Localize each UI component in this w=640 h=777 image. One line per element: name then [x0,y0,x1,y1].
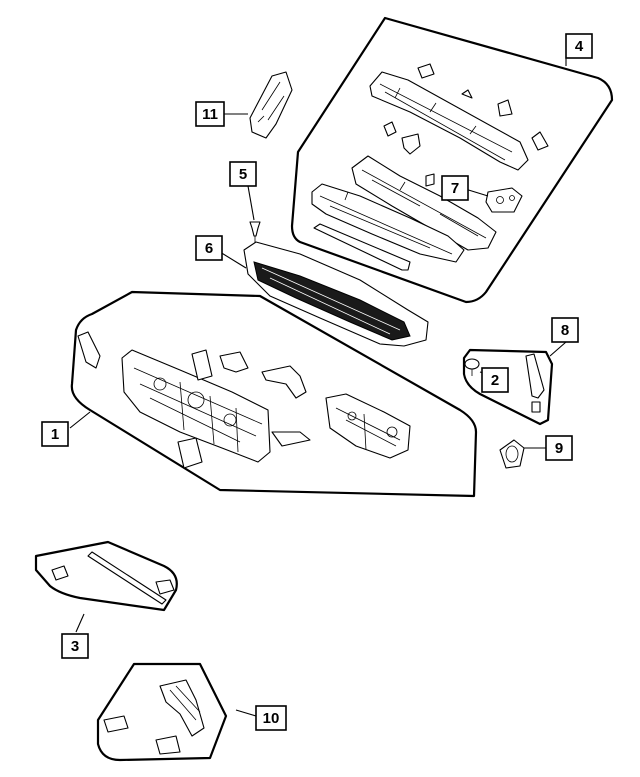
right-dash-silencer [325,393,411,459]
cowl-bracket-f [401,133,421,155]
cowl-strip [313,223,411,271]
svg-text:7: 7 [451,180,459,197]
group-1-outline [70,290,478,498]
part-2-clip [464,358,480,370]
callout-2: 2 [481,367,509,393]
lower-insulator [177,437,203,469]
svg-text:3: 3 [71,638,79,655]
svg-text:2: 2 [491,372,499,389]
seal-end-bracket [155,579,175,595]
group-1-dash-silencer [70,290,478,498]
svg-text:5: 5 [239,166,247,183]
silencer-duct [261,365,307,399]
part-5-push-pin [249,221,261,244]
silencer-left-strip [77,331,101,369]
cowl-bracket-e [383,121,397,137]
group-2-8-outline [462,348,554,426]
silencer-clip [219,351,249,373]
group-10-outline [96,662,228,762]
silencer-bracket-small [271,431,311,447]
part-11-bracket [249,71,293,139]
cowl-bracket-g [425,173,435,187]
seal-strip [87,551,167,605]
callout-9: 9 [545,435,573,461]
callout-10: 10 [255,705,287,731]
callout-7: 7 [441,175,469,201]
group-3-outline [34,540,178,612]
cowl-bracket-d [531,131,549,151]
svg-text:6: 6 [205,240,213,257]
group-4-outline [290,16,614,304]
svg-text:4: 4 [575,38,584,55]
part-6-cowl-grille [243,241,429,347]
svg-text:9: 9 [555,440,563,457]
silencer-bracket-center [191,349,213,381]
lower-cowl-panel [351,155,497,251]
callout-11: 11 [195,101,225,127]
part-9-grommet [499,439,525,469]
callout-8: 8 [551,317,579,343]
group-3-seal-strip [34,540,178,612]
small-bracket-left [103,715,129,733]
svg-text:8: 8 [561,322,569,339]
callout-4: 4 [565,33,593,59]
upper-cowl-panel [369,71,529,171]
curved-bracket [159,679,205,737]
cowl-bracket-b [461,89,473,99]
part-7-bracket [485,187,523,213]
part-8-strip [525,353,545,399]
cowl-bracket-a [417,63,435,79]
part-8-tab [531,401,541,413]
callout-5: 5 [229,161,257,187]
svg-text:10: 10 [263,710,280,727]
group-2-8-clips [462,348,554,426]
group-4-cowl-assembly [290,16,614,304]
seal-clip [51,565,69,581]
cowl-bracket-c [497,99,513,117]
callout-1: 1 [41,421,69,447]
small-bracket-right [155,735,181,755]
callout-3: 3 [61,633,89,659]
svg-text:1: 1 [51,426,59,443]
svg-text:11: 11 [202,106,218,123]
callout-6: 6 [195,235,223,261]
group-10-bracket-set [96,662,228,762]
